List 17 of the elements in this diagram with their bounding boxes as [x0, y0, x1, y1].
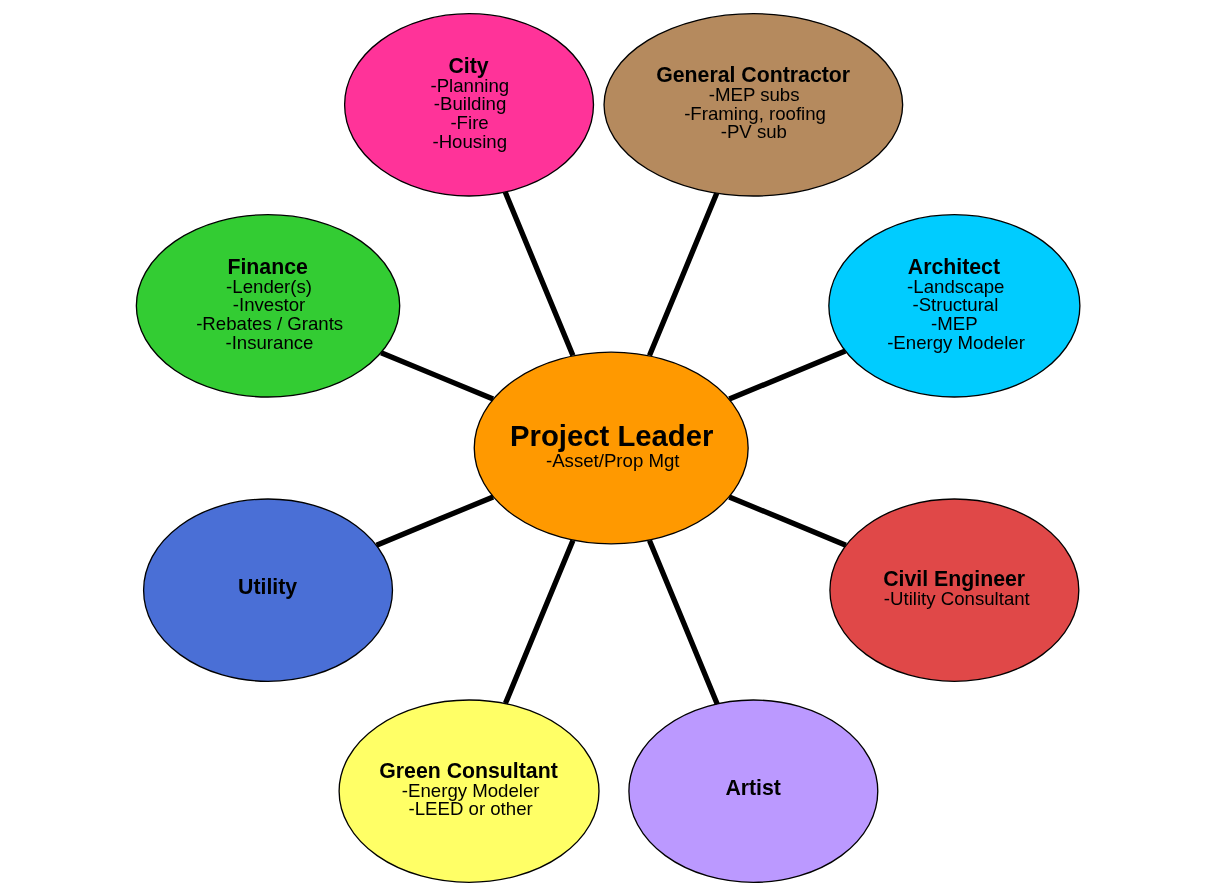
node-ellipse: Green Consultant -Energy Modeler -LEED or other: [337, 699, 600, 883]
connector: [646, 539, 720, 705]
node-ellipse: Artist: [627, 699, 878, 883]
connector: [502, 191, 575, 357]
connector: [727, 348, 846, 402]
node-ellipse: Civil Engineer -Utility Consultant: [828, 498, 1079, 682]
connector: [646, 192, 719, 357]
node-ellipse: Architect -Landscape -Structural -MEP -Energy Modeler: [827, 214, 1081, 398]
node-ellipse: City -Planning -Building -Fire -Housing: [343, 13, 594, 197]
node-ellipse: General Contractor -MEP subs -Framing, roofing -PV sub: [602, 13, 903, 197]
node-ellipse: Utility: [142, 498, 393, 682]
node-ellipse: Project Leader -Asset/Prop Mgt: [473, 351, 749, 545]
connector: [379, 350, 494, 402]
node-ellipse: Finance -Lender(s) -Investor -Rebates / Grants -Insurance: [135, 214, 400, 398]
connector: [727, 494, 847, 548]
connector: [375, 494, 494, 548]
connector: [502, 539, 575, 705]
